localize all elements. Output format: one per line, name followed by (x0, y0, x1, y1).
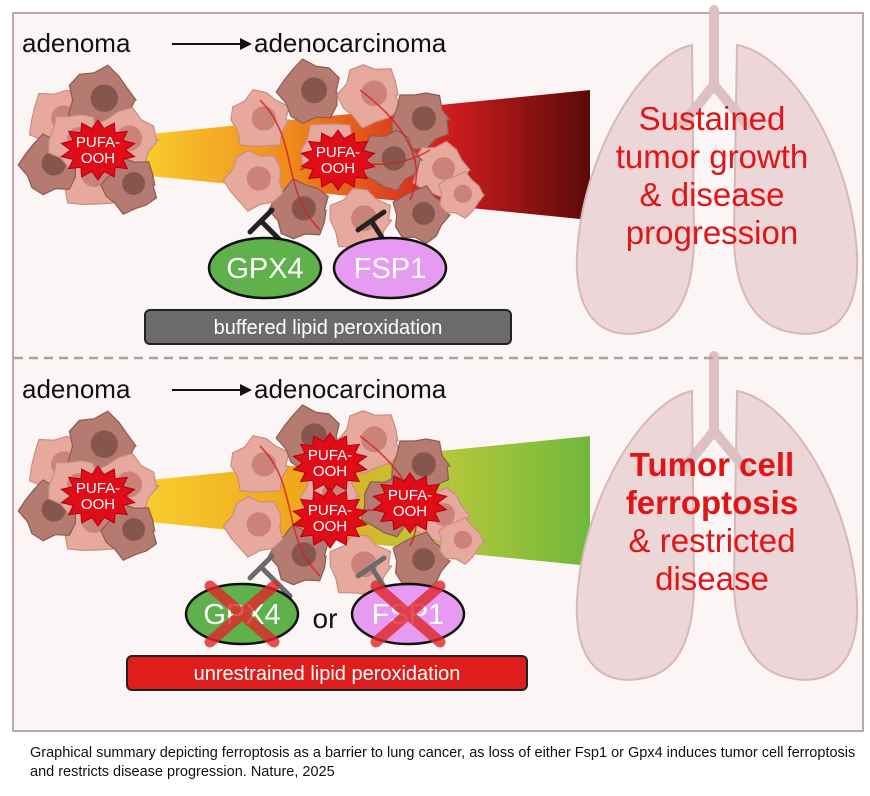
pufa-ooh-label: PUFA-OOH (316, 144, 360, 177)
adenoma-cluster: PUFA-OOH (17, 410, 160, 561)
pufa-ooh-burst-icon (300, 129, 376, 191)
outcome-line: progression (626, 214, 798, 251)
pufa-ooh-line: PUFA- (308, 502, 352, 519)
pufa-ooh-line: PUFA- (308, 447, 352, 464)
connector-label: or (313, 603, 338, 634)
cell-nucleus (251, 106, 276, 131)
status-bar-label: unrestrained lipid peroxidation (194, 663, 461, 685)
pufa-ooh-line: PUFA- (76, 134, 120, 151)
cell-nucleus (412, 202, 435, 225)
status-bar (144, 309, 512, 345)
cell-nucleus (122, 172, 145, 195)
cell-nucleus (246, 512, 271, 537)
outcome-line: Sustained (639, 100, 786, 137)
cell-nucleus (411, 452, 436, 477)
gpx4-label: GPX4 (226, 253, 303, 285)
adenoma-cluster: PUFA-OOH (17, 64, 160, 215)
fsp1-ellipse (332, 236, 448, 300)
cell-nucleus (411, 106, 436, 131)
outcome-line: Tumor cell (630, 446, 794, 483)
cell-nucleus (90, 84, 118, 112)
lung-right (732, 389, 859, 681)
cell-nucleus (122, 518, 145, 541)
pufa-ooh-line: OOH (313, 518, 347, 535)
stage-from-label: adenoma (22, 374, 131, 404)
pufa-ooh-label: PUFA-OOH (388, 487, 432, 520)
outcome-line: & restricted (629, 522, 796, 559)
pufa-ooh-burst-icon (60, 465, 136, 527)
lung-right (732, 43, 859, 335)
outcome-line: ferroptosis (626, 484, 798, 521)
pufa-ooh-line: OOH (313, 463, 347, 480)
cell-nucleus (361, 80, 387, 107)
pufa-ooh-line: OOH (321, 160, 355, 177)
gpx4-loss-cross-icon (204, 580, 280, 648)
cell-nucleus (251, 452, 276, 477)
cell-nucleus (361, 426, 387, 453)
pufa-ooh-line: OOH (81, 150, 115, 167)
pufa-ooh-label: PUFA-OOH (76, 134, 120, 167)
status-bar-label: buffered lipid peroxidation (214, 317, 443, 339)
cell-nucleus (351, 551, 377, 578)
outcome-line: tumor growth (616, 138, 809, 175)
pufa-ooh-burst-icon (60, 119, 136, 181)
cell-nucleus (432, 157, 455, 180)
fsp1-loss-cross-icon (370, 580, 446, 648)
pufa-ooh-label: PUFA-OOH (308, 502, 352, 535)
figure-caption: Graphical summary depicting ferroptosis … (30, 745, 856, 780)
lung-left (575, 43, 696, 335)
pufa-ooh-line: OOH (393, 503, 427, 520)
cell-nucleus (301, 77, 327, 104)
adenocarcinoma-cluster: PUFA-OOH (222, 58, 486, 250)
lung-left (575, 389, 696, 681)
stage-arrowhead-icon (240, 38, 252, 50)
cell-nucleus (412, 548, 435, 571)
pufa-ooh-label: PUFA-OOH (308, 447, 352, 480)
fsp1-label: FSP1 (354, 253, 427, 285)
stage-arrowhead-icon (240, 384, 252, 396)
pufa-ooh-line: PUFA- (316, 144, 360, 161)
cell-nucleus (246, 166, 271, 191)
pufa-ooh-burst-icon (372, 472, 448, 534)
pufa-ooh-line: PUFA- (388, 487, 432, 504)
pufa-ooh-burst-icon (292, 487, 368, 549)
status-bar (126, 655, 528, 691)
cell-nucleus (381, 146, 406, 171)
gpx4-ellipse (207, 236, 323, 300)
outcome-line: & disease (640, 176, 785, 213)
stage-from-label: adenoma (22, 28, 131, 58)
cell-nucleus (351, 205, 377, 232)
outcome-line: disease (655, 560, 769, 597)
trachea (677, 351, 752, 476)
cell-nucleus (453, 530, 472, 549)
stage-to-label: adenocarcinoma (254, 374, 447, 404)
cell-nucleus (453, 184, 472, 203)
pufa-ooh-line: OOH (81, 496, 115, 513)
stage-to-label: adenocarcinoma (254, 28, 447, 58)
cell-nucleus (90, 430, 118, 458)
pufa-ooh-label: PUFA-OOH (76, 480, 120, 513)
pufa-ooh-line: PUFA- (76, 480, 120, 497)
trachea (677, 5, 752, 130)
